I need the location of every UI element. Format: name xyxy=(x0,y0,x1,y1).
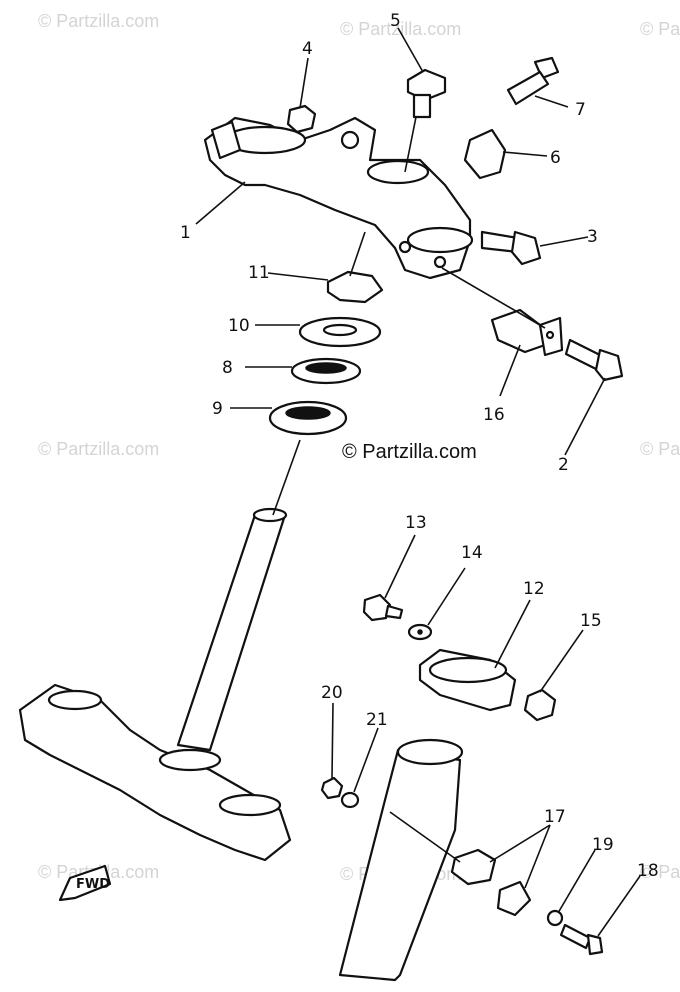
watermark-top-left: © Partzilla.com xyxy=(38,11,159,31)
fwd-arrow: FWD xyxy=(58,864,112,902)
washer-10 xyxy=(298,316,382,348)
callout-12: 12 xyxy=(523,579,545,599)
bolt-3 xyxy=(480,230,542,266)
callout-7: 7 xyxy=(575,100,586,120)
leader-lines xyxy=(195,27,641,937)
callout-9: 9 xyxy=(212,399,223,419)
bolt-18 xyxy=(559,923,604,956)
watermark-mid-left: © Partzilla.com xyxy=(38,439,159,459)
nut-4 xyxy=(286,104,317,134)
callout-4: 4 xyxy=(302,39,313,59)
steering-stem xyxy=(176,507,288,752)
bolt-7 xyxy=(506,56,560,106)
washer-14 xyxy=(407,623,433,641)
callout-15: 15 xyxy=(580,611,602,631)
copyright-text: © Partzilla.com xyxy=(342,441,477,463)
callout-14: 14 xyxy=(461,543,483,563)
callout-6: 6 xyxy=(550,148,561,168)
callout-21: 21 xyxy=(366,710,388,730)
watermark-mid-right: © Partzilla.com xyxy=(640,439,680,459)
watermark-top-center: © Partzilla.com xyxy=(340,19,461,39)
bolt-2 xyxy=(564,338,624,382)
bearing-8 xyxy=(290,357,362,385)
callout-18: 18 xyxy=(637,861,659,881)
callout-19: 19 xyxy=(592,835,614,855)
callout-8: 8 xyxy=(222,358,233,378)
bolt-5 xyxy=(406,68,447,119)
callout-3: 3 xyxy=(587,227,598,247)
callout-5: 5 xyxy=(390,11,401,31)
callout-17: 17 xyxy=(544,807,566,827)
callout-16: 16 xyxy=(483,405,505,425)
fork-tube xyxy=(338,738,464,982)
callout-11: 11 xyxy=(248,263,270,283)
nut-20 xyxy=(320,776,344,800)
callout-1: 1 xyxy=(180,223,191,243)
watermark-bottom-right: © Partzilla.com xyxy=(640,862,680,882)
clamp-6 xyxy=(463,128,507,180)
washer-21 xyxy=(340,791,360,809)
fwd-label: FWD xyxy=(76,877,110,892)
clip-17 xyxy=(450,848,532,917)
callout-numbers: 1 2 3 4 5 6 7 8 9 10 11 12 13 14 15 16 1… xyxy=(180,11,659,881)
nut-15 xyxy=(523,688,557,722)
lower-bracket xyxy=(18,683,292,862)
watermark-top-right: © Partzilla.com xyxy=(640,19,680,39)
bearing-9 xyxy=(268,400,348,436)
washer-19 xyxy=(546,909,564,927)
callout-20: 20 xyxy=(321,683,343,703)
upper-bracket xyxy=(203,116,474,280)
callout-13: 13 xyxy=(405,513,427,533)
callout-2: 2 xyxy=(558,455,569,475)
bolt-13 xyxy=(362,593,404,622)
callout-10: 10 xyxy=(228,316,250,336)
ring-nut-11 xyxy=(326,270,384,304)
clamp-12 xyxy=(418,648,517,712)
